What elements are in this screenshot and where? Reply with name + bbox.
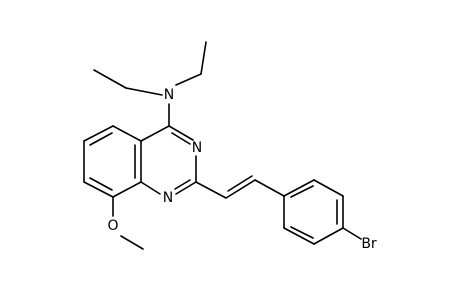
- bond-ring-2: [313, 179, 344, 197]
- bond-vinyl1-vinyl2: [225, 179, 256, 199]
- bond-n1-c8a: [140, 181, 161, 195]
- atom-label-bromine: Br: [361, 236, 377, 252]
- bond-c2-n1-inner: [174, 179, 191, 190]
- bond-ch2a-n: [125, 87, 163, 96]
- bond-c2-vinyl1: [195, 181, 227, 199]
- atom-label-amine-n: N: [164, 87, 174, 103]
- bond-c4a-c4: [140, 125, 170, 142]
- bond-ring-1: [283, 179, 315, 197]
- bond-c4a-c5: [112, 125, 142, 142]
- bond-c5-c6-inner: [89, 132, 113, 146]
- bond-c4-n3-inner: [171, 132, 191, 145]
- bond-c7-c8-inner: [89, 177, 113, 191]
- bond-c2-n1: [175, 181, 197, 195]
- bond-c5-c6: [83, 125, 114, 142]
- bond-c7-c8: [83, 181, 114, 198]
- bond-n-ch2b: [175, 73, 202, 86]
- atom-label-methoxy-o: O: [107, 218, 118, 234]
- bond-ring-5-inner: [290, 226, 314, 239]
- bond-o-ch3: [120, 235, 144, 250]
- bond-ring-5: [283, 227, 315, 245]
- atom-label-n1: N: [163, 190, 173, 206]
- bond-c8-c8a: [112, 181, 142, 198]
- bond-ch3a-ch2a: [93, 69, 127, 89]
- bond-ch2b-ch3b: [200, 41, 207, 75]
- bond-ring-1-inner: [290, 185, 314, 198]
- bond-ring-4: [313, 227, 344, 245]
- atom-labels: N N N O Br: [107, 87, 376, 252]
- bond-c-br: [342, 227, 362, 240]
- atom-label-n3: N: [192, 140, 202, 156]
- bond-c4-n3: [168, 125, 194, 141]
- bond-vinyl1-vinyl2-inner: [227, 175, 253, 192]
- bonds: [83, 41, 362, 250]
- bond-vinyl2-cipso: [254, 179, 285, 197]
